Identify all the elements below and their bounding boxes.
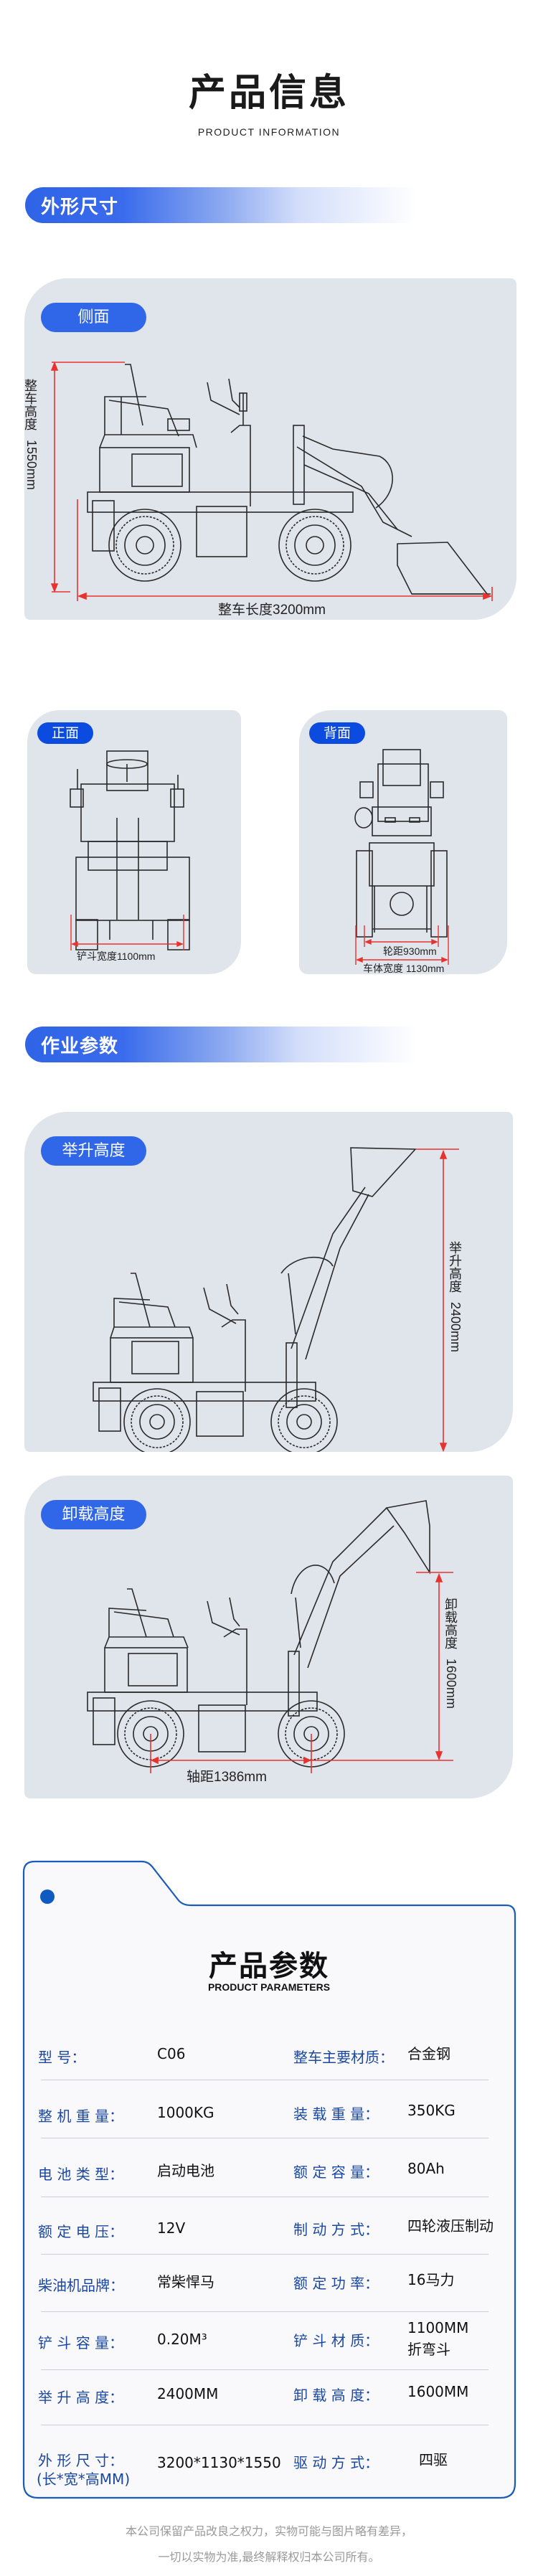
section-header-operation: 作业参数: [25, 1027, 416, 1062]
param-label-voltage: 额 定 电 压：: [38, 2223, 124, 2240]
params-subtitle: PRODUCT PARAMETERS: [207, 1981, 331, 1993]
loader-side-drawing: [50, 361, 493, 601]
param-label-weight: 整 机 重 量：: [38, 2108, 124, 2125]
param-value-load: 350KG: [407, 2102, 456, 2119]
section-header-dimensions: 外形尺寸: [25, 187, 416, 223]
back-body-width-label: 车体宽度 1130mm: [363, 963, 445, 974]
param-value-voltage: 12V: [157, 2219, 186, 2237]
param-label-lift-height: 举 升 高 度：: [38, 2389, 124, 2406]
view-badge-lift: 举升高度: [41, 1136, 146, 1166]
param-label-bucket-capacity: 铲 斗 容 量：: [38, 2334, 124, 2351]
lift-height-panel: 举升高度: [24, 1112, 513, 1452]
disclaimer-line-2: 一切以实物为准,最终解释权归本公司所有。: [158, 2550, 380, 2564]
loader-lift-drawing: [93, 1147, 459, 1452]
param-label-battery: 电 池 类 型：: [38, 2166, 124, 2183]
view-badge-side: 侧面: [41, 303, 146, 332]
page-subtitle: PRODUCT INFORMATION: [197, 126, 341, 138]
unload-height-panel: 卸载高度: [24, 1476, 513, 1798]
param-value-drive: 四驱: [419, 2451, 448, 2468]
view-badge-front: 正面: [37, 722, 93, 744]
loader-back-drawing: [354, 749, 449, 965]
params-title: 产品参数: [209, 1950, 329, 1983]
page-title: 产品信息: [188, 72, 349, 115]
loader-unload-drawing: [87, 1500, 453, 1773]
param-value-brake: 四轮液压制动: [407, 2217, 494, 2235]
param-label-engine-brand: 柴油机品牌：: [38, 2277, 124, 2294]
param-label-power: 额 定 功 率：: [293, 2275, 379, 2292]
view-badge-back: 背面: [309, 722, 365, 744]
param-value-bucket-capacity: 0.20M³: [157, 2331, 207, 2348]
param-value-bucket-material: 1100MM: [407, 2319, 469, 2336]
param-value-capacity: 80Ah: [407, 2160, 445, 2177]
param-value-battery: 启动电池: [157, 2162, 214, 2179]
front-bucket-width-label: 铲斗宽度1100mm: [77, 950, 156, 962]
param-divider: [41, 2254, 489, 2255]
param-label-model: 型 号：: [38, 2049, 86, 2066]
back-view-panel: 背面: [299, 710, 507, 974]
param-value-bucket-material-2: 折弯斗: [407, 2341, 450, 2358]
side-length-label: 整车长度3200mm: [218, 603, 326, 618]
param-value-weight: 1000KG: [157, 2104, 214, 2121]
disclaimer-line-1: 本公司保留产品改良之权力，实物可能与图片略有差异，: [125, 2524, 412, 2538]
view-badge-unload: 卸载高度: [41, 1500, 146, 1529]
param-label-capacity: 额 定 容 量：: [293, 2164, 379, 2181]
back-track-label: 轮距930mm: [383, 945, 437, 957]
side-height-label: 整车高度: [24, 379, 37, 430]
unload-wheelbase-label: 轴距1386mm: [187, 1770, 267, 1785]
param-label-dimensions-unit: (长*宽*高MM): [37, 2471, 131, 2488]
unload-height-label: 卸载高度: [443, 1598, 458, 1649]
param-value-model: C06: [157, 2045, 186, 2062]
param-label-dimensions: 外 形 尺 寸：: [38, 2452, 124, 2469]
param-value-power: 16马力: [407, 2271, 455, 2288]
param-label-bucket-material: 铲 斗 材 质：: [293, 2332, 379, 2349]
param-label-drive: 驱 动 方 式：: [293, 2454, 379, 2471]
lift-height-label: 举升高度: [448, 1241, 462, 1293]
param-label-brake: 制 动 方 式：: [293, 2221, 379, 2238]
unload-height-value: 1600mm: [444, 1659, 458, 1709]
param-label-material: 整车主要材质：: [293, 2049, 394, 2066]
param-value-lift-height: 2400MM: [157, 2385, 219, 2402]
side-view-panel: 侧面: [24, 278, 516, 620]
param-label-load: 装 载 重 量：: [293, 2105, 379, 2123]
param-divider: [41, 2311, 489, 2312]
param-divider: [41, 2369, 489, 2370]
param-value-dimensions: 3200*1130*1550: [157, 2454, 281, 2471]
card-tab-dot: [40, 1889, 55, 1904]
front-view-panel: 正面 铲斗宽度1100mm: [27, 710, 241, 974]
param-value-material: 合金钢: [407, 2045, 450, 2062]
side-height-value: 1550mm: [24, 440, 39, 491]
param-value-engine-brand: 常柴悍马: [157, 2273, 214, 2290]
param-value-unload-height: 1600MM: [407, 2383, 469, 2400]
lift-height-value: 2400mm: [448, 1302, 463, 1353]
section-title: 作业参数: [41, 1036, 119, 1057]
param-label-unload-height: 卸 载 高 度：: [293, 2387, 379, 2404]
loader-front-drawing: [70, 750, 190, 950]
section-title: 外形尺寸: [41, 197, 119, 218]
